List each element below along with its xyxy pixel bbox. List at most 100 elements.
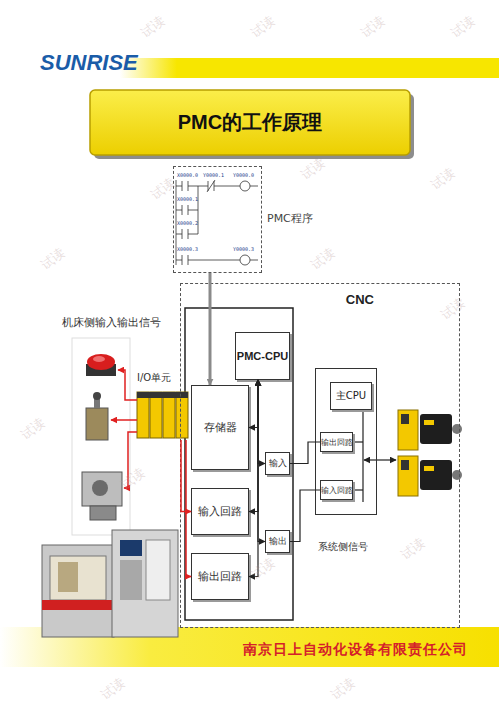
watermark: 试读 <box>37 244 69 274</box>
io-wiring-part <box>111 419 137 421</box>
ladder-diagram-part <box>198 186 199 234</box>
output-port-box: 输出 <box>265 530 290 553</box>
connector <box>249 380 258 512</box>
servo-drives-part <box>401 460 409 470</box>
servo-drives-part <box>452 424 462 434</box>
system-bus-part <box>353 441 363 442</box>
node-text: 存储器 <box>204 420 237 435</box>
servo-drives-part <box>424 466 434 471</box>
connector <box>181 440 191 512</box>
machine-tool-part <box>50 556 106 600</box>
signal-address: X0000.0 <box>177 172 198 178</box>
connector <box>209 273 212 385</box>
system-box: 系统侧信号主CPU输出回路输入回路 <box>315 368 377 515</box>
watermark: 试读 <box>357 12 389 42</box>
input-port-box: 输入 <box>265 452 290 475</box>
ladder-diagram-part <box>176 205 198 215</box>
io-modules-part <box>163 392 175 438</box>
node-text: PMC程序 <box>267 211 313 226</box>
ladder-diagram-part <box>176 229 198 239</box>
ladder-diagram-part <box>240 181 250 191</box>
machine-side-frame-part <box>72 338 130 535</box>
system-bus <box>353 410 396 502</box>
ladder-diagram <box>176 180 258 265</box>
watermark: 试读 <box>447 12 479 42</box>
output-circuit-box: 输出回路 <box>320 432 353 452</box>
signal-address: Y0000.0 <box>233 172 254 178</box>
push-button <box>86 354 116 376</box>
machine-tool-part <box>146 540 170 600</box>
push-button-part <box>93 356 105 362</box>
watermark: 试读 <box>17 414 49 444</box>
watermark: 试读 <box>427 164 459 194</box>
ladder-diagram-part <box>176 180 177 265</box>
node-text: 主CPU <box>336 389 366 403</box>
servo-drives-part <box>424 420 434 425</box>
solenoid-valve-part <box>92 480 108 496</box>
connector <box>249 380 258 577</box>
machine-tool <box>42 530 178 637</box>
node-text: 输入回路 <box>198 504 242 519</box>
watermark: 试读 <box>307 244 339 274</box>
connector <box>186 440 191 577</box>
machine-tool-part <box>42 545 114 637</box>
io-unit: I/O单元 <box>135 388 190 440</box>
system-bus-part <box>364 459 396 460</box>
ladder-diagram-part <box>182 180 215 192</box>
watermark: 试读 <box>437 294 469 324</box>
pmc-board-part <box>185 308 293 620</box>
node-text: CNC <box>346 292 374 307</box>
node-text: 输入回路 <box>321 485 353 496</box>
servo-drives-part <box>452 470 462 480</box>
pmc-cpu-box: PMC-CPU <box>235 332 290 380</box>
side-label: 机床侧输入输出信号 <box>62 316 161 330</box>
servo-drives-part <box>401 414 409 424</box>
watermark: 试读 <box>137 12 169 42</box>
servo-drives-part <box>398 456 418 496</box>
system-bus-part <box>353 489 363 490</box>
solenoid-valve-part <box>82 472 122 506</box>
connector <box>258 380 265 464</box>
machine-tool-part <box>58 562 78 592</box>
ladder-diagram-part <box>176 255 258 265</box>
machine-tool-part <box>112 530 178 637</box>
signal-address: Y0000.3 <box>233 246 254 252</box>
connector <box>290 490 320 542</box>
servo-drives-part <box>398 410 418 450</box>
input-circuit-box: 输入回路 <box>320 480 353 500</box>
connector <box>249 380 258 428</box>
machine-tool-part <box>42 600 114 610</box>
io-wiring-part <box>118 370 137 400</box>
solenoid-valve <box>82 472 122 520</box>
header-band-part <box>120 58 499 78</box>
cnc-unit: CNCPMC-CPU存储器输入回路输出回路输入输出系统侧信号主CPU输出回路输入… <box>180 283 460 628</box>
main-cpu-box: 主CPU <box>330 382 372 410</box>
solenoid-valve-part <box>90 506 116 520</box>
pmc-board <box>185 308 293 620</box>
program-box: PMC程序 <box>173 166 262 273</box>
machine-tool-part <box>120 560 142 600</box>
io-modules-part <box>137 392 149 438</box>
connector <box>290 442 320 464</box>
signal-address: X0000.2 <box>177 220 198 226</box>
push-button-part <box>87 354 115 370</box>
signal-address: X0000.3 <box>177 246 198 252</box>
servo-drives-part <box>420 414 452 444</box>
io-wiring <box>111 370 137 488</box>
page-title: PMC的工作原理 <box>90 90 410 155</box>
node-text: 输出回路 <box>321 437 353 448</box>
input-circuit-box: 输入回路 <box>191 488 249 535</box>
watermark: 试读 <box>147 174 179 204</box>
node-text: 系统侧信号 <box>318 540 368 554</box>
node-text: 输出 <box>269 535 287 548</box>
servo-drives <box>398 410 462 496</box>
servo-drives-part <box>420 460 452 490</box>
header-band <box>120 58 499 78</box>
output-circuit-box: 输出回路 <box>191 553 249 600</box>
io-wiring-part <box>124 432 137 488</box>
watermark: 试读 <box>247 12 279 42</box>
node-text: PMC-CPU <box>237 350 288 362</box>
node-text: I/O单元 <box>137 371 171 385</box>
watermark: 试读 <box>327 674 359 704</box>
